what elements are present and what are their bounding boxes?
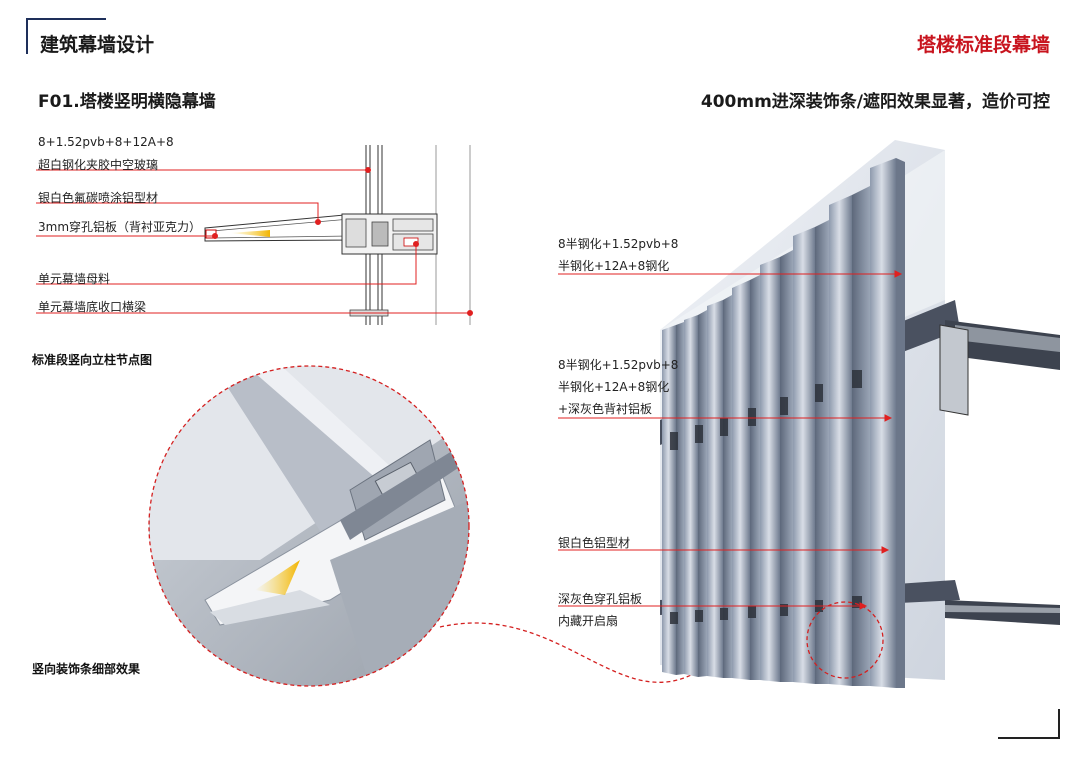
doc-title: 建筑幕墙设计 [40, 34, 155, 56]
callout-glass-type: 超白钢化夹胶中空玻璃 [38, 158, 159, 172]
mullion-node-drawing [36, 145, 473, 325]
callout-profile: 银白色铝型材 [558, 536, 631, 550]
callout-aluminum-profile: 银白色氟碳喷涂铝型材 [38, 191, 159, 205]
footer-corner-bracket [998, 709, 1060, 739]
callout-glass1-line1: 8半钢化+1.52pvb+8 [558, 237, 679, 251]
callout-panel: 深灰色穿孔铝板 [558, 592, 643, 606]
caption-detail: 竖向装饰条细部效果 [32, 662, 141, 676]
section-title: 塔楼标准段幕墙 [916, 34, 1050, 56]
callout-glass2-line2: 半钢化+12A+8钢化 [558, 380, 670, 394]
fin-detail-circle [148, 365, 821, 687]
caption-node: 标准段竖向立柱节点图 [32, 353, 153, 367]
facade-rendering [558, 140, 1060, 688]
callout-glass2-line1: 8半钢化+1.52pvb+8 [558, 358, 679, 372]
subtitle-left: F01.塔楼竖明横隐幕墙 [38, 92, 216, 112]
callout-unit-male: 单元幕墙母料 [38, 272, 111, 286]
callout-bottom-transom: 单元幕墙底收口横梁 [38, 300, 147, 314]
callout-perforated-panel: 3mm穿孔铝板（背衬亚克力） [38, 220, 202, 234]
callout-vent: 内藏开启扇 [558, 614, 619, 628]
callout-glass-spec: 8+1.52pvb+8+12A+8 [38, 135, 174, 149]
callout-glass1-line2: 半钢化+12A+8钢化 [558, 259, 670, 273]
header-corner-bracket [26, 18, 106, 54]
callout-glass2-line3: +深灰色背衬铝板 [558, 402, 653, 416]
subtitle-right: 400mm进深装饰条/遮阳效果显著，造价可控 [700, 92, 1050, 112]
